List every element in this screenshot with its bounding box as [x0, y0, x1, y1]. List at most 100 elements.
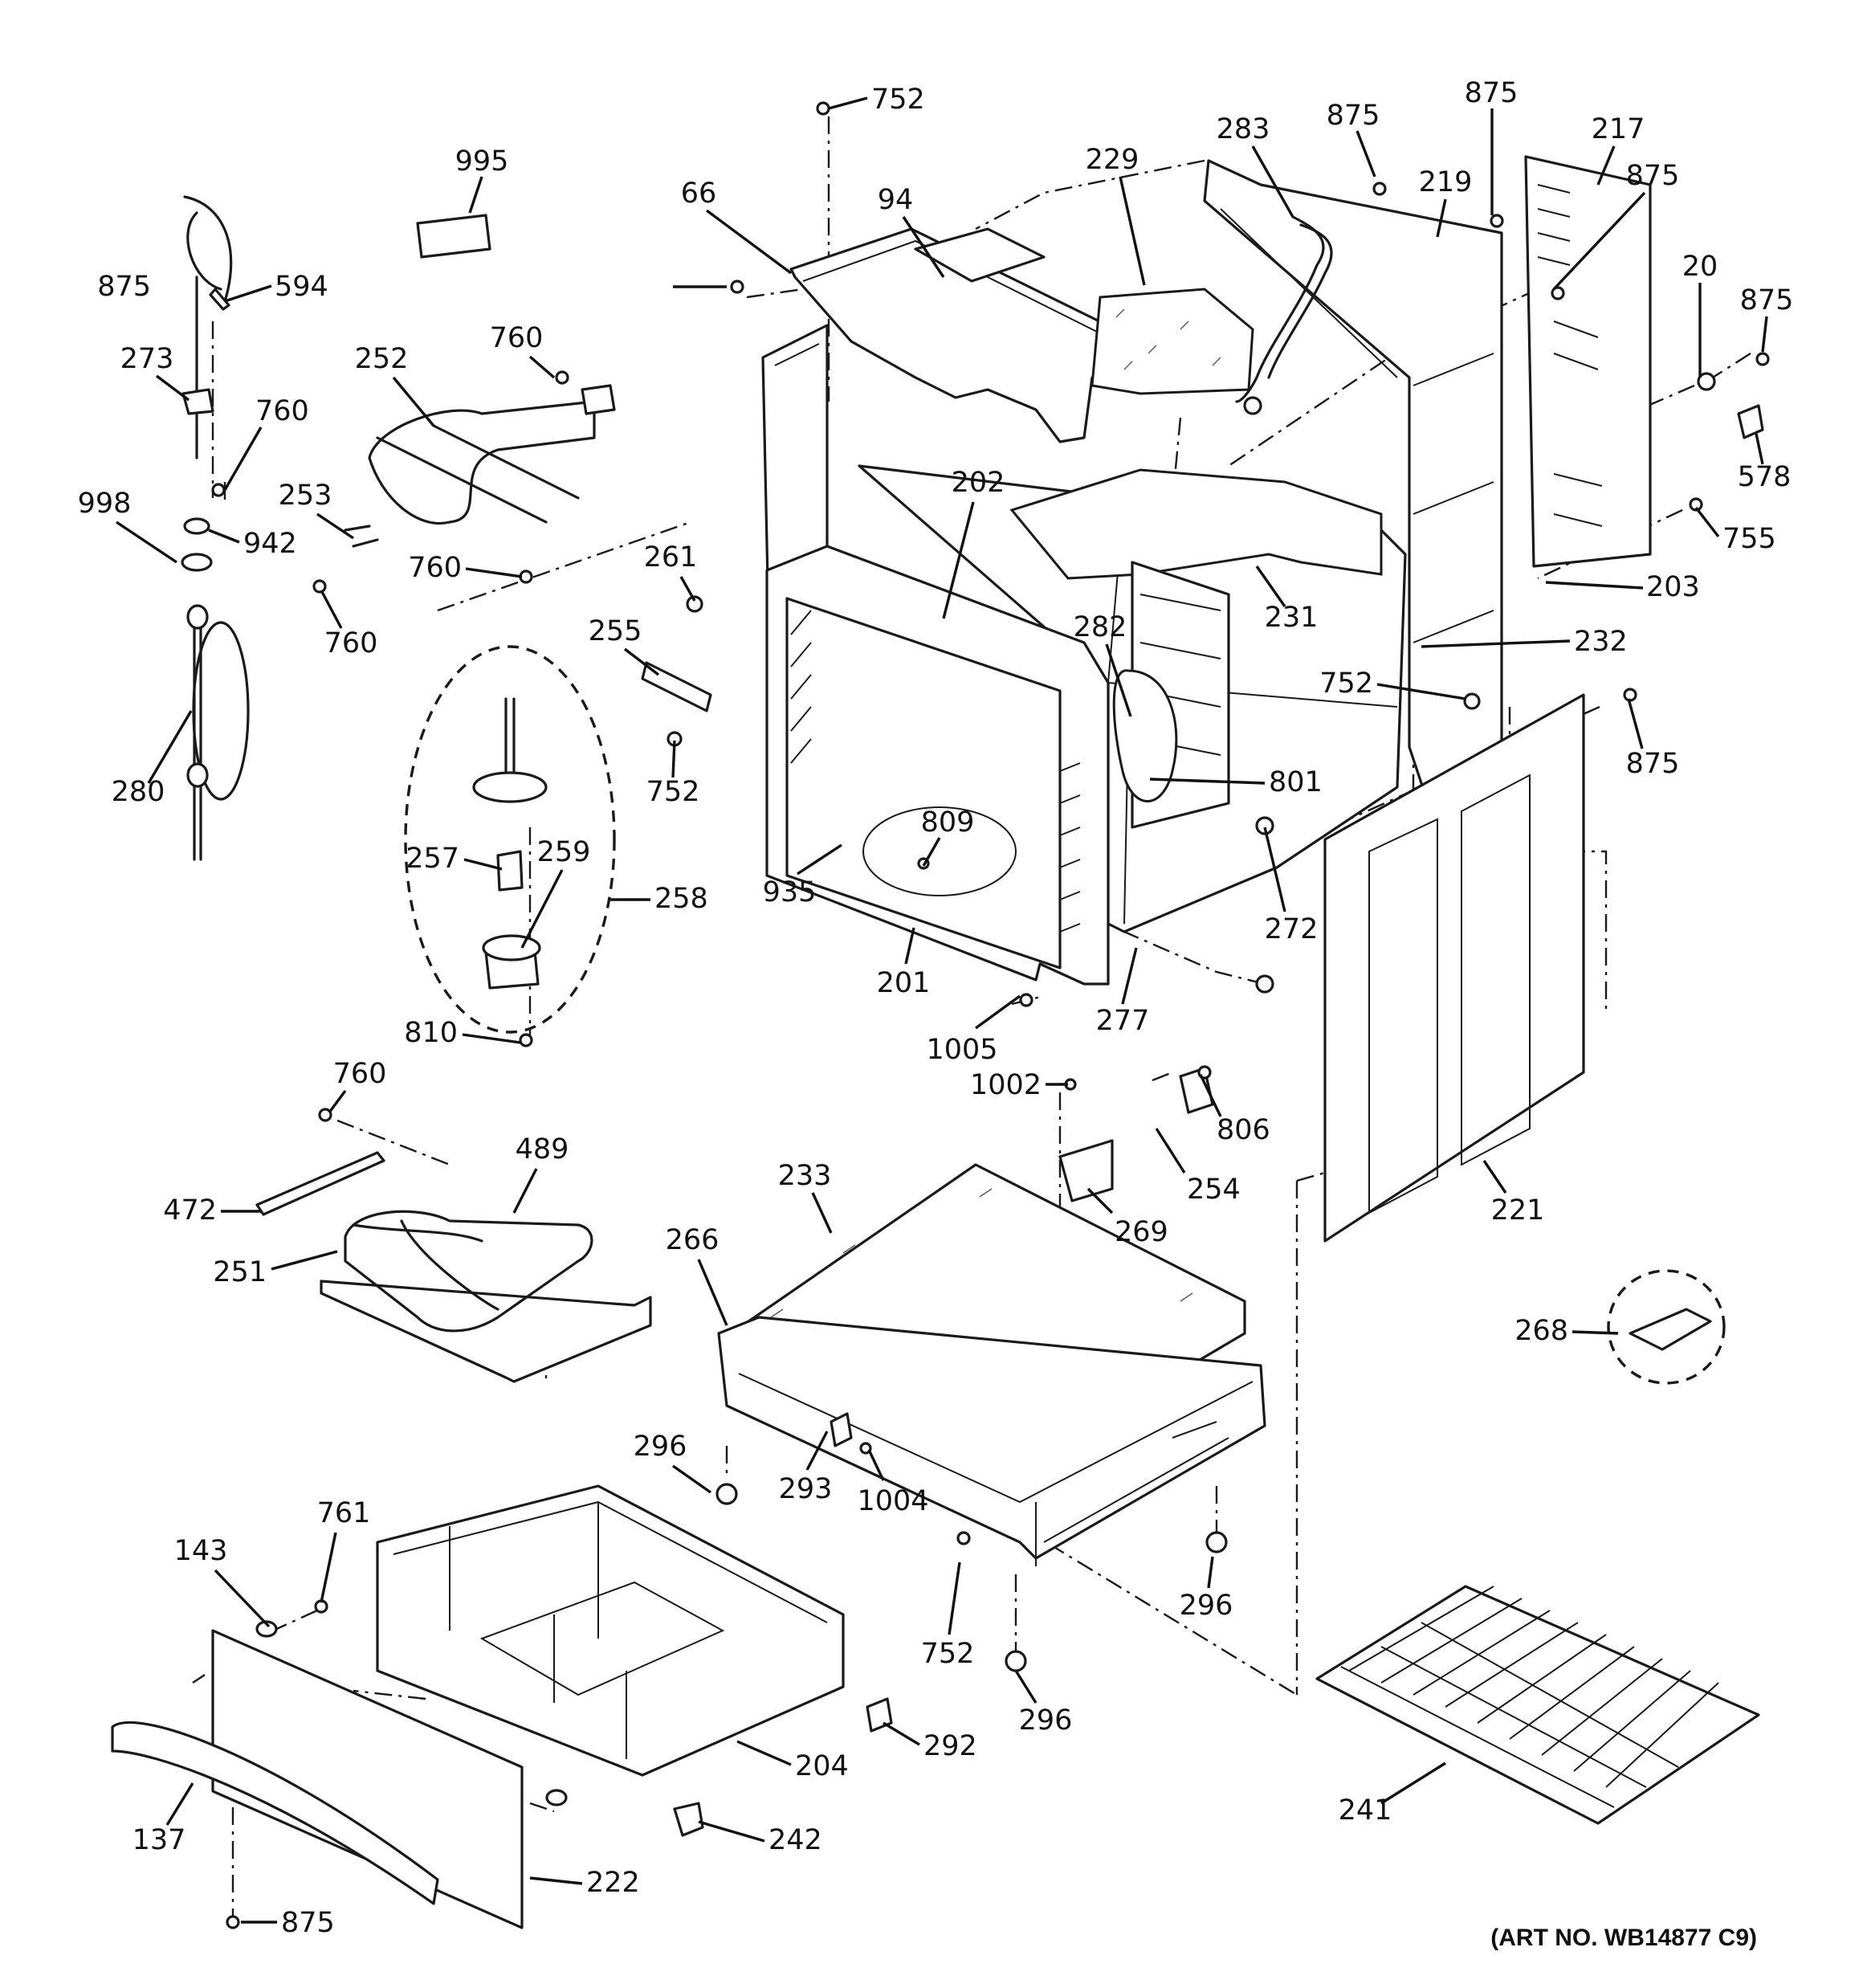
- callout-label-809: 809: [921, 806, 975, 839]
- callout-label-201: 201: [877, 967, 931, 999]
- callout-label-801: 801: [1269, 766, 1323, 798]
- callout-label-292: 292: [923, 1730, 977, 1762]
- broil-element-252: [344, 384, 616, 548]
- callout-leader-259: [520, 869, 564, 949]
- callout-label-277: 277: [1096, 1005, 1150, 1037]
- callout-label-255: 255: [589, 615, 642, 647]
- callout-leader-219: [1436, 198, 1447, 238]
- callout-label-594: 594: [275, 271, 328, 303]
- callout-label-203: 203: [1646, 571, 1700, 603]
- callout-label-875: 875: [97, 271, 151, 303]
- callout-label-229: 229: [1086, 144, 1139, 176]
- callout-label-810: 810: [404, 1017, 458, 1049]
- callout-leader-806: [1199, 1074, 1222, 1117]
- callout-label-273: 273: [120, 343, 174, 375]
- drawer-support-266: [717, 1067, 1266, 1566]
- callout-label-272: 272: [1265, 913, 1319, 945]
- callout-leader-752: [948, 1561, 961, 1635]
- callout-label-752: 752: [921, 1638, 975, 1670]
- callout-label-935: 935: [763, 876, 817, 908]
- callout-leader-760: [320, 590, 343, 629]
- callout-leader-241: [1380, 1761, 1446, 1805]
- callout-leader-875: [1355, 130, 1376, 178]
- callout-label-296: 296: [1019, 1704, 1073, 1737]
- callout-leader-252: [392, 376, 435, 427]
- callout-leader-202: [942, 501, 975, 619]
- callout-label-755: 755: [1722, 523, 1776, 555]
- callout-label-296: 296: [1180, 1590, 1233, 1622]
- callout-label-20: 20: [1682, 251, 1718, 283]
- callout-leader-283: [1251, 145, 1294, 218]
- callout-leader-253: [316, 512, 354, 540]
- callout-leader-232: [1421, 639, 1571, 648]
- callout-label-761: 761: [317, 1497, 371, 1529]
- callout-leader-273: [155, 374, 190, 402]
- callout-label-875: 875: [1626, 748, 1680, 780]
- callout-leader-203: [1545, 581, 1644, 590]
- callout-leader-268: [1572, 1330, 1619, 1335]
- callout-label-752: 752: [871, 84, 925, 116]
- callout-label-752: 752: [646, 776, 700, 808]
- callout-label-253: 253: [279, 480, 332, 512]
- callout-leader-594: [224, 284, 272, 303]
- callout-label-258: 258: [654, 883, 708, 915]
- callout-label-268: 268: [1514, 1315, 1568, 1347]
- callout-label-231: 231: [1265, 602, 1319, 634]
- callout-label-489: 489: [516, 1133, 569, 1165]
- callout-leader-1005: [975, 994, 1021, 1030]
- callout-leader-761: [320, 1532, 337, 1603]
- callout-leader-875: [1552, 191, 1646, 291]
- callout-label-221: 221: [1491, 1194, 1545, 1227]
- callout-label-219: 219: [1419, 166, 1473, 198]
- storage-drawer: [111, 1484, 893, 1929]
- callout-label-875: 875: [1626, 160, 1680, 192]
- callout-label-280: 280: [112, 776, 165, 808]
- wiring: [181, 195, 1333, 861]
- callout-leader-280: [147, 710, 193, 784]
- callout-leader-875: [1627, 698, 1644, 749]
- callout-leader-942: [208, 529, 240, 544]
- callout-leader-760: [223, 427, 263, 491]
- callout-label-760: 760: [490, 322, 544, 354]
- callout-leader-242: [698, 1820, 765, 1843]
- callout-leader-293: [805, 1431, 829, 1471]
- callout-label-875: 875: [1465, 77, 1519, 109]
- callout-leader-810: [462, 1033, 521, 1044]
- callout-label-875: 875: [1740, 284, 1794, 316]
- callout-label-296: 296: [634, 1431, 687, 1463]
- callout-label-217: 217: [1592, 113, 1645, 145]
- bake-element-489: [255, 1151, 652, 1383]
- callout-label-252: 252: [355, 343, 409, 375]
- callout-leader-231: [1255, 565, 1286, 607]
- callout-leader-266: [697, 1259, 728, 1326]
- insulation-229: [1090, 288, 1254, 395]
- callout-label-283: 283: [1217, 113, 1270, 145]
- callout-leader-752: [828, 96, 868, 110]
- callout-label-875: 875: [281, 1907, 335, 1939]
- callout-leader-201: [904, 927, 915, 965]
- callout-leader-282: [1105, 643, 1132, 717]
- callout-leader-204: [736, 1740, 792, 1766]
- callout-leader-143: [214, 1569, 271, 1628]
- callout-leader-296: [672, 1464, 711, 1494]
- callout-leader-998: [116, 520, 177, 564]
- fasteners: [211, 101, 1770, 1929]
- callout-label-760: 760: [408, 552, 462, 584]
- callout-label-222: 222: [586, 1867, 640, 1899]
- callout-leader-94: [902, 216, 945, 278]
- callout-label-254: 254: [1187, 1174, 1241, 1206]
- callout-label-1004: 1004: [857, 1485, 928, 1517]
- callout-label-261: 261: [644, 541, 698, 574]
- callout-label-293: 293: [779, 1473, 833, 1505]
- callout-label-472: 472: [163, 1194, 217, 1227]
- callout-label-259: 259: [537, 836, 591, 868]
- callout-label-760: 760: [324, 627, 378, 659]
- callout-leader-137: [165, 1782, 194, 1826]
- callout-leader-221: [1482, 1160, 1507, 1194]
- callout-label-241: 241: [1339, 1794, 1392, 1827]
- callout-label-1002: 1002: [970, 1069, 1042, 1101]
- callout-leader-801: [1149, 778, 1266, 785]
- callout-leader-935: [797, 843, 842, 876]
- callout-label-995: 995: [455, 145, 509, 178]
